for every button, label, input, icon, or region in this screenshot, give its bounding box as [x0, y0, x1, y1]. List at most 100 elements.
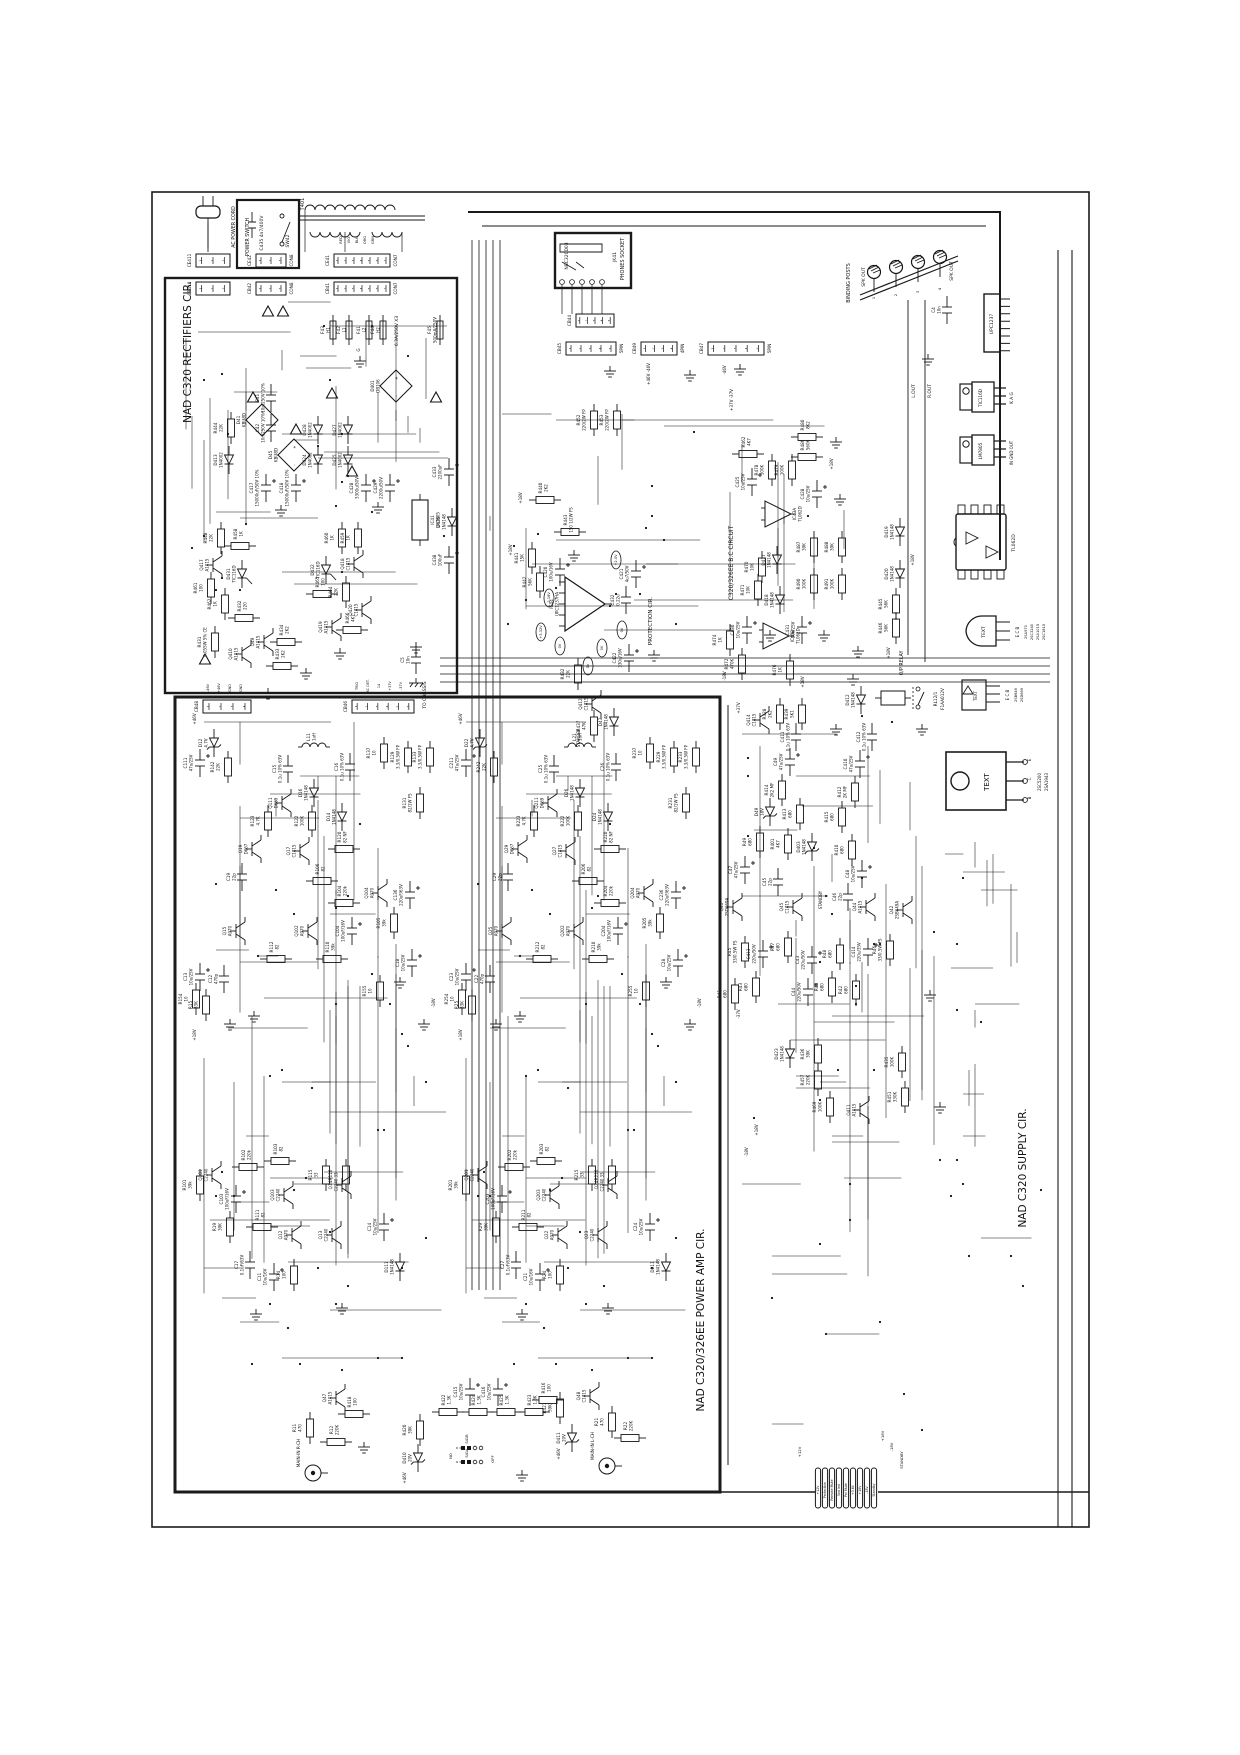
component-label: R444	[213, 422, 218, 433]
component-label: 1N4002	[308, 452, 313, 468]
component-label: R416	[541, 1382, 546, 1393]
component-label: R441	[514, 552, 519, 563]
binding-posts-label: BINDING POSTS	[846, 263, 852, 303]
component-label: 82/1W FS	[408, 793, 413, 812]
component-label: IC44	[549, 599, 554, 609]
component-label: A970	[550, 1229, 555, 1240]
component-label: A970	[300, 925, 305, 936]
component-label: R105	[376, 917, 381, 928]
pin-label: GRN	[371, 236, 375, 244]
component-label: R480	[800, 419, 805, 430]
component-label: 100uF/16V	[225, 1188, 230, 1210]
relay-part-1: RL12/1	[933, 691, 938, 706]
connector-label: CB48	[194, 701, 199, 712]
component-label: 1	[199, 259, 203, 261]
component-label: R465	[315, 576, 320, 587]
component-label: C433	[432, 466, 437, 477]
component-label: 1N4148	[442, 514, 447, 530]
output-wires	[907, 300, 926, 662]
component-label: 10n	[406, 656, 411, 664]
component-label: 22p	[232, 873, 237, 881]
component-label: C25	[538, 765, 543, 774]
component-label: 8K2	[806, 421, 811, 429]
component-label: A1015	[328, 1391, 333, 1404]
component-label: +18V	[886, 647, 891, 658]
component-label: R103	[273, 1143, 278, 1154]
component-label: D12	[198, 738, 203, 747]
component-label: 4K7	[776, 840, 781, 848]
protection-title: PROTECTION CIR.	[648, 597, 654, 645]
connector-label: CON8	[289, 282, 294, 294]
component-label: R432	[237, 600, 242, 611]
component-label: 100K	[300, 815, 305, 826]
l-out-label: L.OUT	[911, 384, 917, 398]
component-label: 1	[577, 319, 581, 321]
component-label: R439	[784, 708, 789, 719]
component-label: 0.1u 10% 63V	[544, 755, 549, 783]
component-label: 4	[670, 347, 674, 349]
component-label: C11	[257, 1273, 262, 1282]
component-label: 1uH	[312, 733, 317, 741]
to92-pins	[996, 621, 1010, 641]
to126-part: 2SD669	[1020, 687, 1024, 702]
component-label: +12V	[797, 1446, 802, 1457]
connector-label: 5PIN	[619, 344, 624, 354]
component-label: 22K	[219, 424, 224, 432]
component-label: R106	[315, 863, 320, 874]
component-label: R204	[603, 885, 608, 896]
component-label: 680	[820, 983, 825, 991]
component-label: R216	[594, 1169, 599, 1180]
component-label: 6.3A/250V X3	[394, 316, 400, 346]
component-label: Q414	[746, 714, 751, 726]
component-label: C23	[449, 973, 454, 982]
component-label: 470p	[480, 973, 485, 984]
component-label: 47u/25V	[734, 861, 739, 878]
component-label: R491	[824, 578, 829, 589]
component-label: 1	[335, 259, 339, 261]
component-label: 220K	[806, 1074, 811, 1085]
component-label: 1N4148	[304, 785, 309, 801]
component-label: R432	[560, 668, 565, 679]
component-label: D431	[226, 568, 231, 580]
component-label: 3	[221, 259, 225, 261]
component-label: 4	[744, 347, 748, 349]
component-label: Q14	[328, 1180, 333, 1189]
component-label: 220u/50V	[801, 950, 806, 970]
component-label: 1	[258, 259, 262, 261]
component-label: 10	[450, 996, 455, 1002]
component-label: Q13	[318, 1230, 323, 1239]
component-label: R203	[539, 1143, 544, 1154]
component-label: R129	[390, 751, 395, 762]
tic116d-body	[971, 381, 995, 413]
tl062-opamp-glyphs	[965, 531, 1000, 559]
component-label: 1.3K	[477, 1395, 482, 1404]
component-label: 39k	[597, 943, 602, 951]
component-label: 3	[375, 705, 379, 707]
component-label: R440	[538, 482, 543, 493]
component-label: 3	[221, 287, 225, 289]
to126-part: 2SB649	[1014, 687, 1018, 702]
component-label: Q47	[322, 1393, 327, 1402]
component-label: 0.055W 5% CE	[203, 627, 208, 657]
component-label: Q211	[534, 797, 539, 809]
component-label: 2200u/50V	[379, 477, 384, 499]
component-label: D403	[796, 841, 801, 853]
component-label: R474	[712, 634, 717, 645]
component-label: 0.22u	[616, 594, 621, 606]
lm7805-pin-names: IN GND OUT	[1009, 440, 1014, 465]
component-label: R25	[454, 1001, 459, 1010]
component-label: C42	[255, 424, 260, 433]
component-label: 2	[365, 705, 369, 707]
relay-part-2: F1AA012V	[940, 688, 945, 710]
component-label: 1N4148	[780, 1046, 785, 1062]
component-label: H1	[326, 327, 331, 333]
component-label: 100	[547, 1384, 552, 1392]
component-label: R111	[255, 1209, 260, 1220]
component-label: R137	[366, 747, 371, 758]
component-label: +46V -46V	[646, 363, 651, 385]
binding-post-platform	[859, 255, 959, 301]
component-label: R464	[328, 586, 333, 597]
component-label: R122	[294, 815, 299, 826]
component-label: 500mA/250V	[433, 317, 438, 343]
pin-label: GND	[228, 684, 232, 692]
